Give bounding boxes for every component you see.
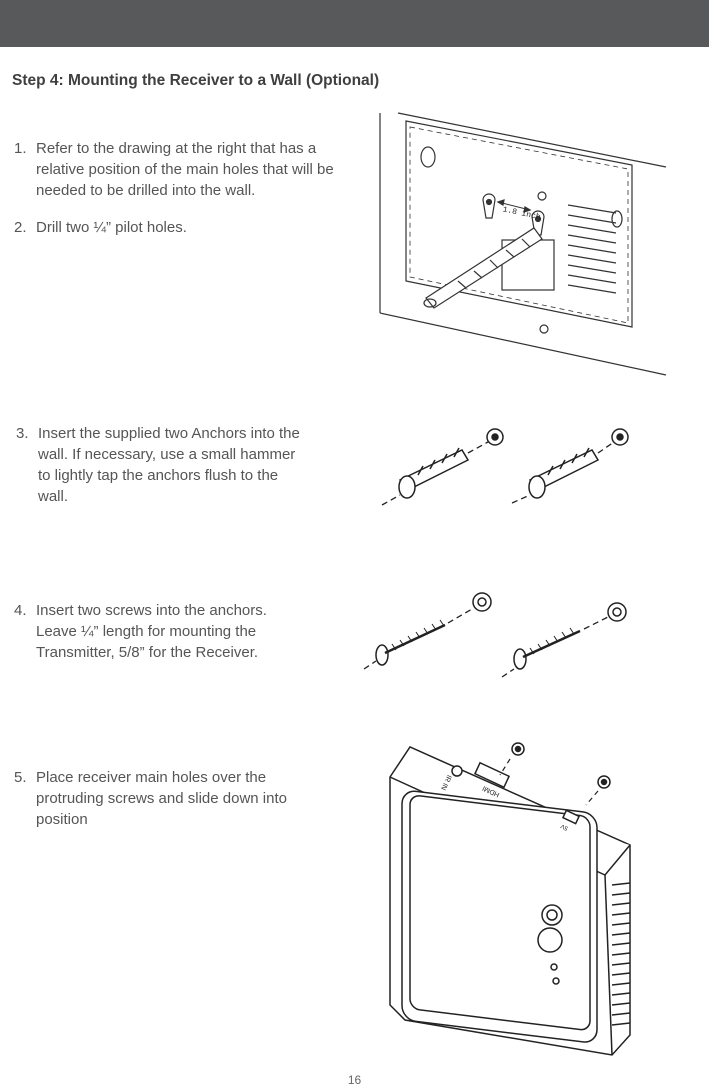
step-number: 3. xyxy=(16,425,29,442)
step-text: Place receiver main holes over the protr… xyxy=(36,769,287,828)
header-bar xyxy=(0,0,709,47)
step-text: Insert two screws into the anchors. Leav… xyxy=(36,602,267,661)
drill-template-illustration: 1.8 inch xyxy=(379,112,667,376)
step-4: 4. Insert two screws into the anchors. L… xyxy=(14,600,304,663)
anchors-illustration xyxy=(381,428,629,506)
step-text: Insert the supplied two Anchors into the… xyxy=(38,425,300,505)
receiver-device-illustration: IR IN HDMI 5V xyxy=(389,742,631,1056)
step-number: 1. xyxy=(14,140,27,157)
step-number: 5. xyxy=(14,769,27,786)
step-3: 3. Insert the supplied two Anchors into … xyxy=(16,423,306,507)
step-2: 2. Drill two ¼” pilot holes. xyxy=(14,217,344,238)
step-number: 4. xyxy=(14,602,27,619)
page-heading: Step 4: Mounting the Receiver to a Wall … xyxy=(12,72,380,89)
power-port-label: 5V xyxy=(560,822,569,831)
screws-illustration xyxy=(363,592,627,678)
page-number: 16 xyxy=(347,1073,362,1087)
step-text: Drill two ¼” pilot holes. xyxy=(36,219,187,236)
step-1: 1. Refer to the drawing at the right tha… xyxy=(14,138,344,201)
step-text: Refer to the drawing at the right that h… xyxy=(36,140,334,199)
step-number: 2. xyxy=(14,219,27,236)
step-5: 5. Place receiver main holes over the pr… xyxy=(14,767,324,830)
